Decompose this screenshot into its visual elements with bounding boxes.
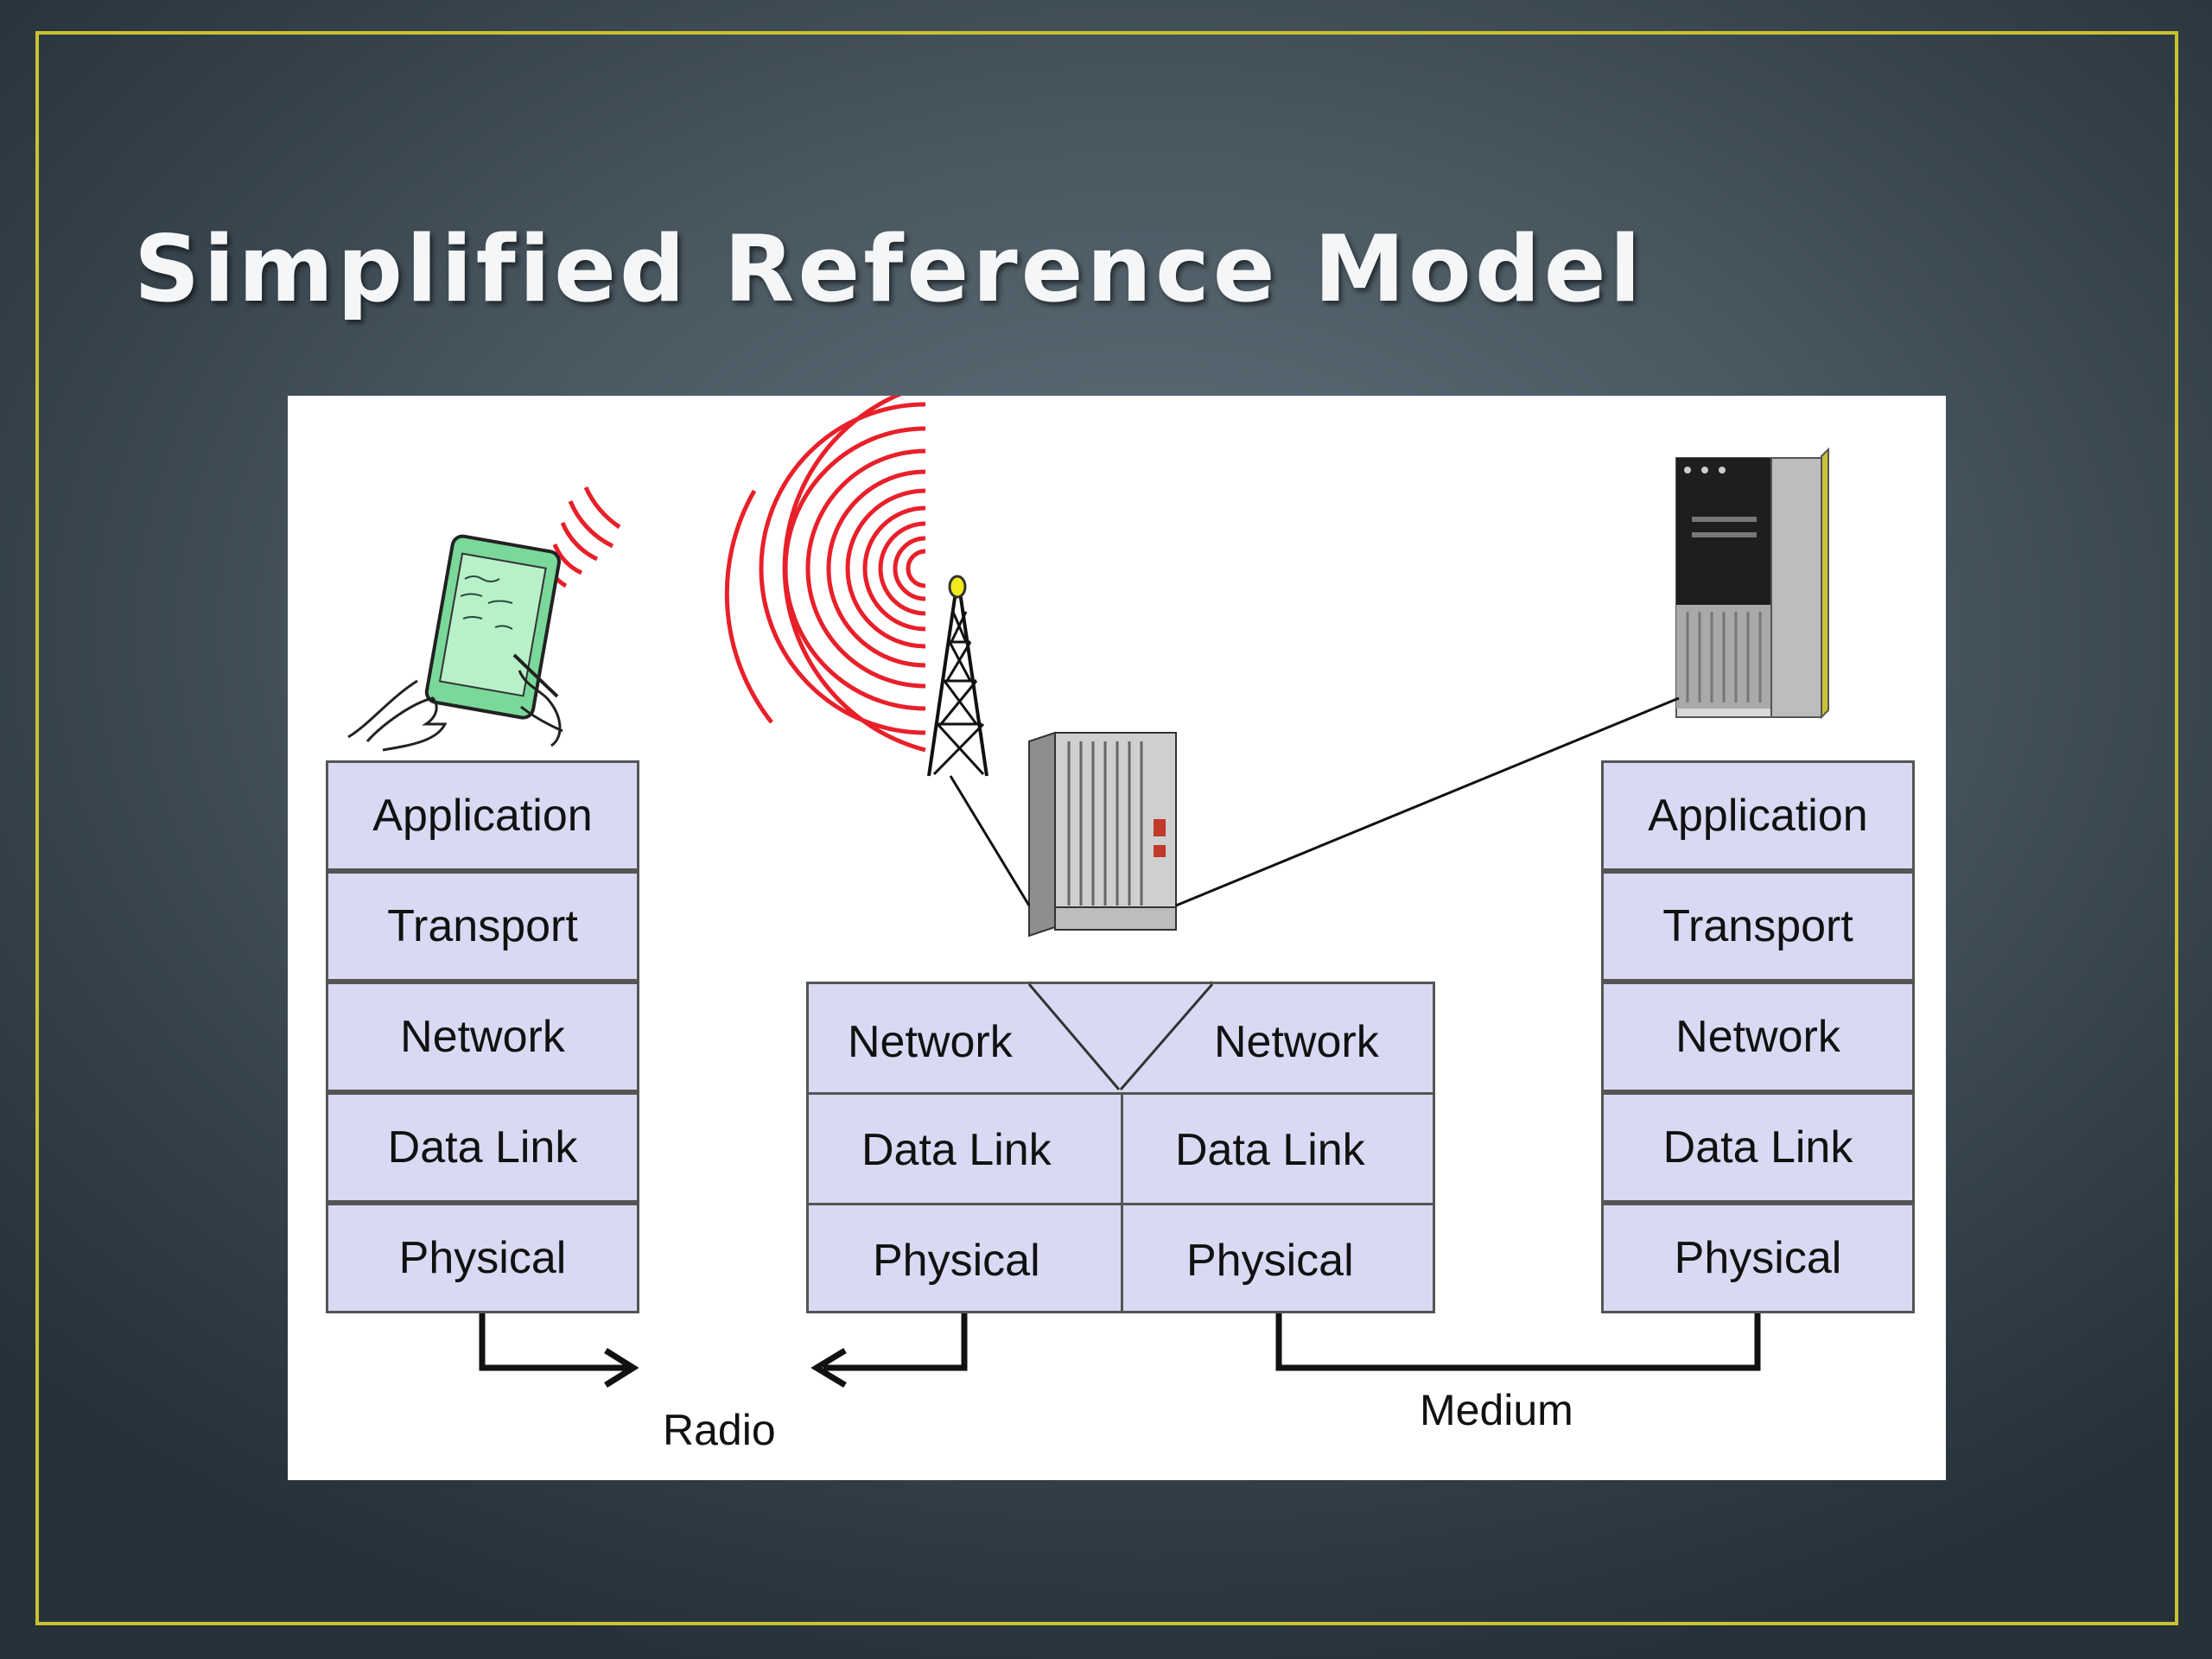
right-datalink-layer: Data Link — [1601, 1092, 1915, 1203]
router-server-cable — [1175, 696, 1680, 907]
router-left-network: Network — [848, 1017, 1013, 1067]
left-transport-layer: Transport — [326, 871, 639, 982]
handheld-tablet-icon — [347, 486, 621, 752]
right-physical-layer: Physical — [1601, 1203, 1915, 1313]
radio-link — [479, 1313, 968, 1388]
left-application-layer: Application — [326, 760, 639, 871]
router-col-divider — [1121, 1092, 1123, 1311]
medium-label: Medium — [1420, 1386, 1573, 1434]
right-application-layer: Application — [1601, 760, 1915, 871]
router-right-physical: Physical — [1186, 1236, 1354, 1286]
router-left-datalink: Data Link — [861, 1125, 1052, 1175]
slide-frame — [35, 31, 2178, 1625]
server-tower-icon — [1675, 447, 1829, 720]
left-network-layer: Network — [326, 982, 639, 1092]
router-right-network: Network — [1214, 1017, 1379, 1067]
right-transport-layer: Transport — [1601, 871, 1915, 982]
tower-router-cable — [949, 775, 1031, 906]
radio-label: Radio — [663, 1406, 776, 1454]
slide-title: Simplified Reference Model — [134, 216, 1644, 322]
medium-link — [1275, 1313, 1761, 1371]
left-physical-layer: Physical — [326, 1203, 639, 1313]
radio-tower-icon — [724, 396, 988, 777]
right-network-layer: Network — [1601, 982, 1915, 1092]
left-datalink-layer: Data Link — [326, 1092, 639, 1203]
router-right-datalink: Data Link — [1175, 1125, 1365, 1175]
router-left-physical: Physical — [873, 1236, 1040, 1286]
diagram-panel: Application Transport Network Data Link … — [288, 396, 1946, 1480]
router-rack-icon — [1028, 731, 1177, 938]
